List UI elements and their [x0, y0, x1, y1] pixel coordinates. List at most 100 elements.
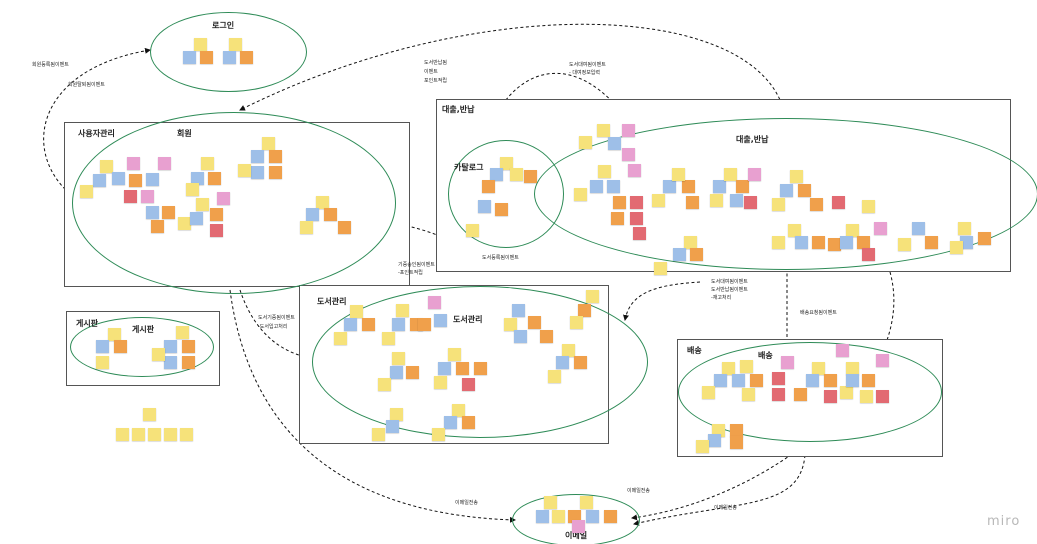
- sticky-note[interactable]: [392, 352, 405, 365]
- sticky-note[interactable]: [580, 496, 593, 509]
- sticky-note[interactable]: [490, 168, 503, 181]
- sticky-note[interactable]: [240, 51, 253, 64]
- sticky-note[interactable]: [622, 124, 635, 137]
- sticky-note[interactable]: [713, 180, 726, 193]
- sticky-note[interactable]: [434, 376, 447, 389]
- sticky-note[interactable]: [96, 340, 109, 353]
- sticky-note[interactable]: [176, 326, 189, 339]
- sticky-note[interactable]: [742, 388, 755, 401]
- sticky-note[interactable]: [812, 362, 825, 375]
- sticky-note[interactable]: [269, 150, 282, 163]
- sticky-note[interactable]: [406, 366, 419, 379]
- sticky-note[interactable]: [630, 212, 643, 225]
- sticky-note[interactable]: [586, 510, 599, 523]
- sticky-note[interactable]: [269, 166, 282, 179]
- sticky-note[interactable]: [722, 362, 735, 375]
- sticky-note[interactable]: [428, 296, 441, 309]
- sticky-note[interactable]: [201, 157, 214, 170]
- sticky-note[interactable]: [210, 208, 223, 221]
- sticky-note[interactable]: [607, 180, 620, 193]
- sticky-note[interactable]: [112, 172, 125, 185]
- sticky-note[interactable]: [510, 168, 523, 181]
- sticky-note[interactable]: [316, 196, 329, 209]
- sticky-note[interactable]: [129, 174, 142, 187]
- sticky-note[interactable]: [898, 238, 911, 251]
- sticky-note[interactable]: [824, 390, 837, 403]
- sticky-note[interactable]: [93, 174, 106, 187]
- sticky-note[interactable]: [444, 416, 457, 429]
- sticky-note[interactable]: [611, 212, 624, 225]
- sticky-note[interactable]: [540, 330, 553, 343]
- sticky-note[interactable]: [390, 366, 403, 379]
- sticky-note[interactable]: [780, 184, 793, 197]
- sticky-note[interactable]: [100, 160, 113, 173]
- sticky-note[interactable]: [562, 344, 575, 357]
- sticky-note[interactable]: [862, 248, 875, 261]
- sticky-note[interactable]: [590, 180, 603, 193]
- sticky-note[interactable]: [840, 386, 853, 399]
- sticky-note[interactable]: [396, 304, 409, 317]
- sticky-note[interactable]: [714, 374, 727, 387]
- sticky-note[interactable]: [536, 510, 549, 523]
- sticky-note[interactable]: [386, 420, 399, 433]
- sticky-note[interactable]: [251, 166, 264, 179]
- sticky-note[interactable]: [708, 434, 721, 447]
- sticky-note[interactable]: [148, 428, 161, 441]
- sticky-note[interactable]: [238, 164, 251, 177]
- sticky-note[interactable]: [143, 408, 156, 421]
- sticky-note[interactable]: [574, 356, 587, 369]
- sticky-note[interactable]: [432, 428, 445, 441]
- sticky-note[interactable]: [544, 496, 557, 509]
- sticky-note[interactable]: [750, 374, 763, 387]
- sticky-note[interactable]: [524, 170, 537, 183]
- sticky-note[interactable]: [382, 332, 395, 345]
- sticky-note[interactable]: [798, 184, 811, 197]
- sticky-note[interactable]: [578, 304, 591, 317]
- sticky-note[interactable]: [186, 183, 199, 196]
- sticky-note[interactable]: [164, 356, 177, 369]
- sticky-note[interactable]: [392, 318, 405, 331]
- sticky-note[interactable]: [744, 196, 757, 209]
- sticky-note[interactable]: [194, 38, 207, 51]
- sticky-note[interactable]: [217, 192, 230, 205]
- sticky-note[interactable]: [324, 208, 337, 221]
- sticky-note[interactable]: [96, 356, 109, 369]
- sticky-note[interactable]: [514, 330, 527, 343]
- sticky-note[interactable]: [438, 362, 451, 375]
- sticky-note[interactable]: [462, 378, 475, 391]
- sticky-note[interactable]: [862, 374, 875, 387]
- sticky-note[interactable]: [682, 180, 695, 193]
- sticky-note[interactable]: [504, 318, 517, 331]
- sticky-note[interactable]: [598, 165, 611, 178]
- sticky-note[interactable]: [608, 137, 621, 150]
- sticky-note[interactable]: [652, 194, 665, 207]
- sticky-note[interactable]: [772, 198, 785, 211]
- sticky-note[interactable]: [210, 224, 223, 237]
- sticky-note[interactable]: [434, 314, 447, 327]
- sticky-note[interactable]: [306, 208, 319, 221]
- sticky-note[interactable]: [828, 238, 841, 251]
- sticky-note[interactable]: [152, 348, 165, 361]
- sticky-note[interactable]: [633, 227, 646, 240]
- sticky-note[interactable]: [794, 388, 807, 401]
- sticky-note[interactable]: [462, 416, 475, 429]
- sticky-note[interactable]: [124, 190, 137, 203]
- sticky-note[interactable]: [116, 428, 129, 441]
- sticky-note[interactable]: [696, 440, 709, 453]
- sticky-note[interactable]: [824, 374, 837, 387]
- sticky-note[interactable]: [702, 386, 715, 399]
- sticky-note[interactable]: [556, 356, 569, 369]
- sticky-note[interactable]: [630, 196, 643, 209]
- sticky-note[interactable]: [628, 164, 641, 177]
- sticky-note[interactable]: [740, 360, 753, 373]
- sticky-note[interactable]: [586, 290, 599, 303]
- sticky-note[interactable]: [132, 428, 145, 441]
- sticky-note[interactable]: [182, 356, 195, 369]
- sticky-note[interactable]: [208, 172, 221, 185]
- sticky-note[interactable]: [730, 424, 743, 437]
- sticky-note[interactable]: [748, 168, 761, 181]
- sticky-note[interactable]: [466, 224, 479, 237]
- sticky-note[interactable]: [788, 224, 801, 237]
- sticky-note[interactable]: [672, 168, 685, 181]
